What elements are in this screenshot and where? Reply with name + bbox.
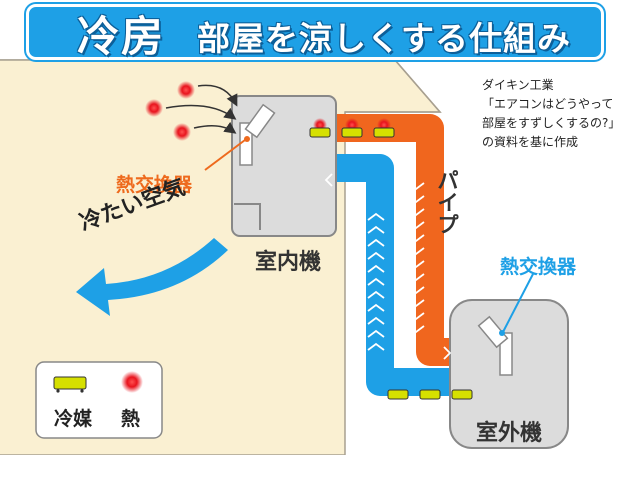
outdoor-unit-label: 室外機 <box>476 421 543 446</box>
legend-heat-icon <box>121 371 143 393</box>
cold-air-arrow <box>76 238 228 316</box>
house-floor <box>0 455 640 480</box>
cold-refrigerant-group <box>387 389 473 400</box>
source-line: 部屋をすずしくするの?」 <box>482 116 621 130</box>
title-main: 冷房 <box>77 12 166 61</box>
hot-pipe-chevrons <box>407 182 452 360</box>
room-heat-dots <box>145 81 195 141</box>
outdoor-heat-exchanger <box>477 315 513 376</box>
hot-refrigerant-group <box>309 118 395 138</box>
indoor-unit-vent <box>234 203 261 230</box>
pipe-label: パイプ <box>437 169 459 237</box>
legend-refrigerant-icon <box>53 376 87 393</box>
hx-out-leader-dot <box>499 330 505 336</box>
title-sub: 部屋を涼しくする仕組み <box>197 19 571 58</box>
title-banner: 冷房 部屋を涼しくする仕組み <box>26 4 604 61</box>
source-line: ダイキン工業 <box>482 78 554 92</box>
indoor-heat-exchanger-label: 熱交換器 <box>116 174 193 196</box>
heat-flow-arrows <box>165 84 238 134</box>
source-note: ダイキン工業 「エアコンはどうやって 部屋をすずしくするの?」 の資料を基に作成 <box>482 76 632 152</box>
indoor-unit <box>231 95 337 237</box>
hx-out-leader <box>502 273 534 333</box>
outdoor-heat-exchanger-label: 熱交換器 <box>500 256 577 278</box>
indoor-unit-label: 室内機 <box>255 250 322 275</box>
legend-refrigerant-label: 冷媒 <box>54 408 93 430</box>
legend-heat-label: 熱 <box>121 408 141 430</box>
cold-pipe-chevrons <box>324 173 385 351</box>
source-line: 「エアコンはどうやって <box>482 97 614 111</box>
source-line: の資料を基に作成 <box>482 135 579 149</box>
hx-in-leader-dot <box>244 136 250 142</box>
hx-in-leader <box>204 139 246 171</box>
